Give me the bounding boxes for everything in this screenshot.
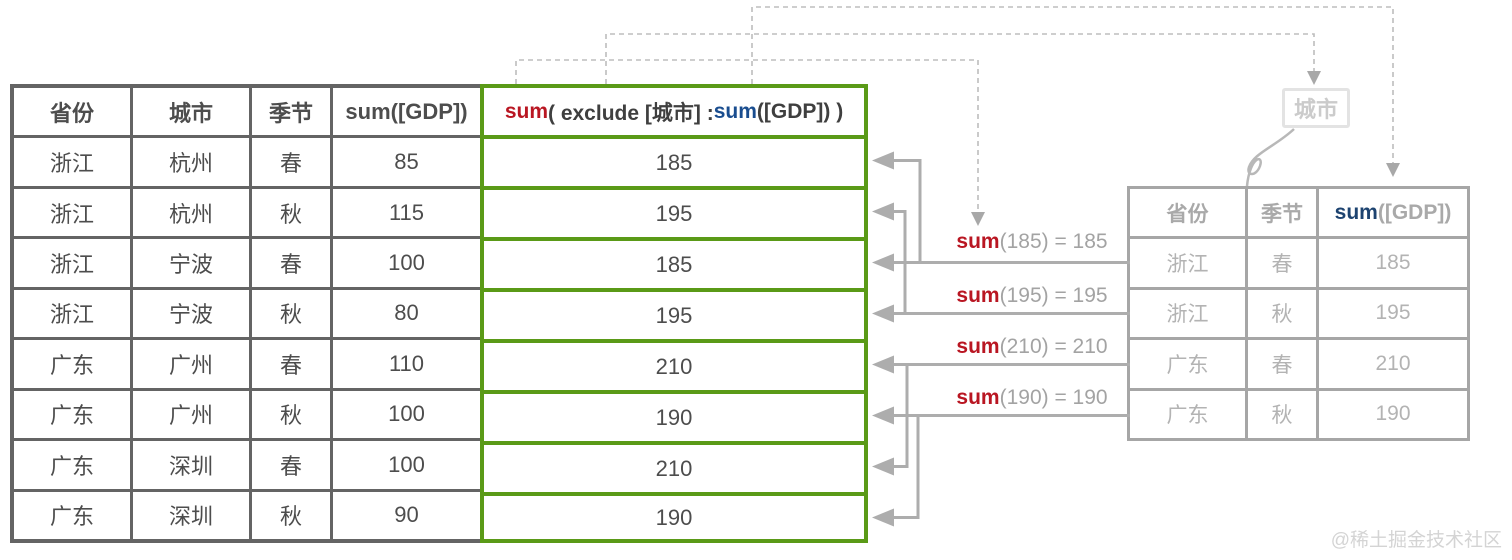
table-cell: 115 <box>333 188 480 237</box>
result-cell: 195 <box>1319 289 1467 338</box>
formula-fn: sum <box>956 284 1000 307</box>
formula-body: (190) = 190 <box>999 386 1108 409</box>
exclude-value-cell: 190 <box>480 492 868 543</box>
table-cell: 春 <box>252 138 330 186</box>
table-cell: 杭州 <box>133 188 249 237</box>
result-header-gdp: sum([GDP]) <box>1319 189 1467 237</box>
exclude-value-cell: 195 <box>480 186 868 241</box>
result-cell: 广东 <box>1130 390 1245 438</box>
result-cell: 广东 <box>1130 340 1245 388</box>
table-cell: 秋 <box>252 289 330 338</box>
sum-formula: sum(210) = 210 <box>947 334 1117 360</box>
result-gdp-part: ([GDP]) <box>1377 200 1452 224</box>
result-cell: 秋 <box>1248 289 1316 338</box>
city-squiggle <box>1245 128 1295 187</box>
result-cell: 春 <box>1248 340 1316 388</box>
exclude-value-cell: 185 <box>480 135 868 190</box>
formula-body: (195) = 195 <box>999 284 1108 307</box>
sum-formula: sum(190) = 190 <box>947 385 1117 411</box>
sum-formula: sum(195) = 195 <box>947 283 1117 309</box>
table-cell: 浙江 <box>14 188 130 237</box>
result-cell: 浙江 <box>1130 289 1245 338</box>
formula-sum-inner: sum <box>713 99 757 123</box>
table-cell: 广州 <box>133 340 249 388</box>
exclude-value-cell: 210 <box>480 441 868 496</box>
table-cell: 广州 <box>133 390 249 439</box>
table-cell: 宁波 <box>133 239 249 287</box>
source-header-gdp: sum([GDP]) <box>333 88 480 136</box>
exclude-value-cell: 185 <box>480 237 868 292</box>
result-header-province: 省份 <box>1130 189 1245 237</box>
table-cell: 100 <box>333 239 480 287</box>
result-cell: 190 <box>1319 390 1467 438</box>
exclude-calc-column: sum( exclude [城市] : sum([GDP]) ) 185 195… <box>480 84 868 543</box>
excluded-field-chip: 城市 <box>1282 88 1350 128</box>
table-cell: 110 <box>333 340 480 388</box>
result-cell: 秋 <box>1248 390 1316 438</box>
exclude-value-cell: 195 <box>480 288 868 343</box>
formula-body: (185) = 185 <box>999 230 1108 253</box>
exclude-value-cell: 210 <box>480 339 868 394</box>
source-header-season: 季节 <box>252 88 330 136</box>
table-cell: 100 <box>333 390 480 439</box>
table-cell: 广东 <box>14 340 130 388</box>
result-cell: 浙江 <box>1130 239 1245 287</box>
table-cell: 广东 <box>14 390 130 439</box>
result-header-season: 季节 <box>1248 189 1316 237</box>
table-cell: 广东 <box>14 491 130 539</box>
watermark: @稀土掘金技术社区 <box>1330 530 1502 551</box>
table-cell: 浙江 <box>14 239 130 287</box>
table-cell: 宁波 <box>133 289 249 338</box>
formula-sum-outer: sum <box>504 99 548 123</box>
table-cell: 100 <box>333 441 480 489</box>
table-cell: 春 <box>252 340 330 388</box>
table-cell: 浙江 <box>14 289 130 338</box>
table-cell: 深圳 <box>133 491 249 539</box>
source-table: 省份 城市 季节 sum([GDP]) 浙江 杭州 春 85 浙江 杭州 秋 1… <box>10 84 484 543</box>
formula-exclude-part: ( exclude [城市] : <box>548 101 714 125</box>
exclude-value-cell: 190 <box>480 390 868 445</box>
sum-formula: sum(185) = 185 <box>947 229 1117 255</box>
result-cell: 185 <box>1319 239 1467 287</box>
table-cell: 春 <box>252 239 330 287</box>
table-cell: 秋 <box>252 188 330 237</box>
table-cell: 90 <box>333 491 480 539</box>
table-cell: 80 <box>333 289 480 338</box>
table-cell: 春 <box>252 441 330 489</box>
exclude-formula-header: sum( exclude [城市] : sum([GDP]) ) <box>480 84 868 139</box>
formula-body: (210) = 210 <box>999 335 1108 358</box>
source-header-province: 省份 <box>14 88 130 136</box>
formula-fn: sum <box>956 386 1000 409</box>
formula-fn: sum <box>956 335 1000 358</box>
table-cell: 秋 <box>252 491 330 539</box>
excluded-field-label: 城市 <box>1293 97 1338 122</box>
flow-arrowheads <box>872 151 894 527</box>
table-cell: 85 <box>333 138 480 186</box>
result-sum-part: sum <box>1334 200 1378 224</box>
result-cell: 春 <box>1248 239 1316 287</box>
table-cell: 杭州 <box>133 138 249 186</box>
source-header-city: 城市 <box>133 88 249 136</box>
formula-gdp-part: ([GDP]) ) <box>756 99 844 123</box>
result-cell: 210 <box>1319 340 1467 388</box>
table-cell: 深圳 <box>133 441 249 489</box>
table-cell: 秋 <box>252 390 330 439</box>
result-table: 省份 季节 sum([GDP]) 浙江 春 185 浙江 秋 195 广东 春 … <box>1127 186 1470 441</box>
table-cell: 广东 <box>14 441 130 489</box>
formula-fn: sum <box>956 230 1000 253</box>
table-cell: 浙江 <box>14 138 130 186</box>
